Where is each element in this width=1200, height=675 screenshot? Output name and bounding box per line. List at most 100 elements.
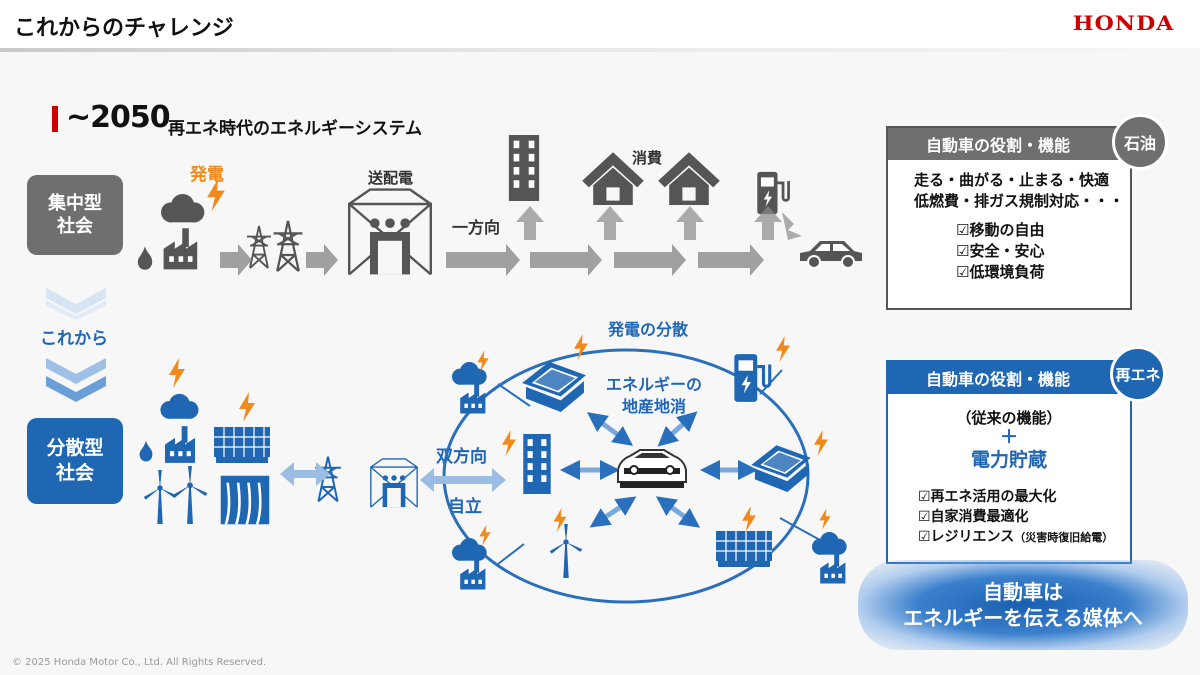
solar-panel-icon [714,528,774,570]
factory-icon [816,548,858,584]
power-storage-label: 電力貯蔵 [970,449,1047,471]
independent-label: 自立 [448,497,482,517]
resilience-check: ☑レジリエンス（災害時復旧給電） [918,527,1130,548]
power-plant-icon [160,420,210,464]
role-oil-body: 走る・曲がる・止まる・快適 低燃費・排ガス規制対応・・・ ☑移動の自由 ☑安全・… [888,160,1130,283]
role-oil-line: 走る・曲がる・止まる・快適 [914,171,1110,189]
copyright: © 2025 Honda Motor Co., Ltd. All Rights … [12,657,267,668]
lightning-icon [478,524,492,546]
callout-line1: 自動車は [983,580,1063,604]
section-subtitle: 再エネ時代のエネルギーシステム [168,119,423,139]
renewable-badge: 再エネ [1110,346,1166,402]
house-icon [580,150,646,205]
role-oil-check: ☑安全・安心 [956,242,1045,260]
callout-banner: 自動車は エネルギーを伝える媒体へ [858,560,1188,650]
conventional-function-label: （従来の機能） [956,409,1062,427]
office-building-icon [514,434,560,494]
role-oil-box: 自動車の役割・機能 走る・曲がる・止まる・快適 低燃費・排ガス規制対応・・・ ☑… [886,126,1132,310]
flow-arrow-up [596,206,624,240]
hydro-dam-icon [218,474,272,526]
centralized-society-line1: 集中型 [48,192,102,214]
centralized-society-line2: 社会 [57,216,93,237]
smoke-cloud-icon [156,392,200,422]
role-oil-check: ☑移動の自由 [956,221,1045,239]
office-building-icon [500,135,548,201]
role-oil-header: 自動車の役割・機能 [888,128,1130,160]
lightning-icon [552,508,568,532]
section-year: ~2050 [66,100,171,135]
flow-arrow-down [782,212,802,240]
bidirectional-arrow [280,462,310,486]
role-renewable-checklist: ☑再エネ活用の最大化 ☑自家消費最適化 ☑レジリエンス（災害時復旧給電） [888,473,1130,548]
down-chevrons-icon [46,288,106,320]
distributed-network-diagram [280,348,821,604]
role-renewable-body: （従来の機能） ＋ 電力貯蔵 [888,394,1130,473]
local-production-label: エネルギーの 地産地消 [606,374,702,418]
factory-icon [456,378,498,414]
smoke-cloud-icon [156,192,206,226]
resilience-label: ☑レジリエンス [918,529,1015,545]
lightning-icon [774,336,792,362]
lightning-icon [476,350,490,372]
flow-arrow-up [676,206,704,240]
distributed-society-box: 分散型 社会 [27,418,123,504]
flow-arrow [614,244,686,276]
bidirectional-arrow [420,468,484,492]
lightning-icon [500,430,518,456]
distributed-society-line1: 分散型 [46,437,104,460]
centralized-society-box: 集中型 社会 [27,175,123,255]
solar-house-icon [518,354,590,412]
flow-arrow-up [754,206,782,240]
flame-icon [138,440,154,462]
generation-label: 発電 [190,165,224,185]
role-renewable-check: ☑自家消費最適化 [918,509,1029,525]
flow-arrow [306,244,338,276]
wind-turbine-icon [548,524,584,578]
flow-arrow [220,244,252,276]
resilience-note: （災害時復旧給電） [1014,531,1114,544]
page-title: これからのチャレンジ [14,16,234,41]
role-oil-checklist: ☑移動の自由 ☑安全・安心 ☑低環境負荷 [914,212,1130,283]
down-chevrons-blue-icon [46,358,106,402]
plus-sign: ＋ [1000,427,1018,448]
lightning-icon [236,392,258,422]
solar-house-icon [748,438,814,492]
one-way-label: 一方向 [452,218,501,237]
section-marker [52,106,58,132]
lightning-icon [740,506,758,532]
lightning-icon [166,358,188,388]
transition-label: これから [40,329,108,349]
transmission-label: 送配電 [368,169,414,187]
header [0,0,1200,50]
local-production-line2: 地産地消 [622,397,687,416]
role-renewable-header: 自動車の役割・機能 [888,362,1130,394]
lightning-icon [572,334,590,360]
one-way-flow-arrows [220,206,802,276]
consumption-label: 消費 [632,149,663,167]
factory-icon [456,554,498,590]
distributed-generation-label: 発電の分散 [608,320,689,339]
ev-car-icon [617,449,687,488]
oil-badge: 石油 [1112,114,1168,170]
lightning-icon [818,508,832,530]
lightning-icon [812,430,830,456]
role-oil-line: 低燃費・排ガス規制対応・・・ [914,192,1125,210]
flow-arrow [530,244,602,276]
solar-panel-icon [212,424,272,466]
flow-arrow-up [516,206,544,240]
flow-arrow [698,244,764,276]
local-production-line1: エネルギーの [606,375,703,394]
wind-turbine-icon [170,466,210,524]
power-plant-icon [158,222,214,270]
house-icon [656,150,722,205]
callout-line2: エネルギーを伝える媒体へ [903,606,1143,630]
role-renewable-check: ☑再エネ活用の最大化 [918,489,1057,505]
distributed-society-line2: 社会 [55,462,94,484]
role-renewable-box: 自動車の役割・機能 （従来の機能） ＋ 電力貯蔵 ☑再エネ活用の最大化 ☑自家消… [886,360,1132,564]
ev-charger-icon [730,352,772,404]
flow-arrow [446,244,520,276]
honda-logo: HONDA [1072,11,1174,35]
role-oil-check: ☑低環境負荷 [956,263,1045,281]
bidirectional-arrow [310,462,330,486]
bidirectional-arrow [484,468,506,492]
